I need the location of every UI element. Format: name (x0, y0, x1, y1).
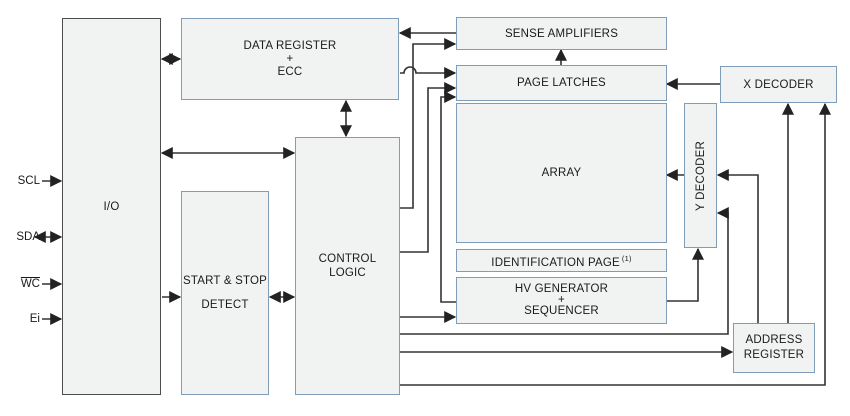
block-hv-generator-line-1: HV GENERATOR (514, 283, 609, 295)
wire-control-logic-to-sense-amplifiers (400, 38, 457, 209)
block-y-decoder-label: Y DECODER (694, 140, 707, 211)
pin-label-sda: SDA (4, 230, 40, 244)
pin-label-ei: Ei (4, 312, 40, 326)
block-x-decoder: X DECODER (720, 66, 837, 103)
wire-data-register-to-page-latches (400, 66, 457, 79)
wire-hv-generator-to-y-decoder (666, 247, 704, 302)
block-identification-page-label: IDENTIFICATION PAGE(1) (491, 252, 631, 270)
identification-page-text: IDENTIFICATION PAGE (491, 256, 620, 269)
pin-wc-text: WC (20, 278, 40, 290)
block-start-stop-detect: START & STOP DETECT (181, 191, 269, 395)
block-page-latches: PAGE LATCHES (456, 65, 667, 101)
pin-ei-text: Ei (29, 313, 40, 325)
block-hv-generator-line-3: SEQUENCER (524, 305, 599, 317)
block-array-label: ARRAY (541, 167, 582, 179)
block-data-register: DATA REGISTER + ECC (181, 18, 399, 100)
block-hv-generator-line-2: + (558, 294, 565, 306)
block-page-latches-label: PAGE LATCHES (517, 77, 606, 89)
block-sense-amplifiers: SENSE AMPLIFIERS (456, 17, 667, 50)
block-x-decoder-label: X DECODER (743, 78, 814, 91)
block-hv-generator: HV GENERATOR + SEQUENCER (456, 277, 667, 324)
block-address-register-line-1: ADDRESS (745, 334, 803, 346)
pin-label-wc: WC (4, 277, 40, 291)
block-data-register-line-3: ECC (277, 65, 303, 78)
pin-label-scl: SCL (4, 174, 40, 188)
block-control-logic: CONTROL LOGIC (295, 137, 400, 395)
block-start-stop-line-2: DETECT (201, 299, 249, 311)
block-address-register-line-2: REGISTER (743, 349, 805, 361)
block-identification-page: IDENTIFICATION PAGE(1) (456, 249, 667, 272)
block-control-logic-line-1: CONTROL (318, 253, 377, 265)
block-y-decoder: Y DECODER (684, 103, 717, 248)
block-sense-amplifiers-label: SENSE AMPLIFIERS (504, 27, 619, 40)
block-io: I/O (62, 18, 161, 395)
wire-control-logic-to-page-latches (400, 82, 457, 253)
wire-hv-generator-to-page-latches (440, 91, 457, 303)
block-array: ARRAY (456, 103, 667, 243)
block-data-register-line-2: + (286, 52, 294, 65)
wire-address-register-to-y-decoder (716, 169, 759, 323)
block-start-stop-line-1: START & STOP (183, 275, 267, 287)
block-io-label: I/O (103, 200, 120, 213)
block-address-register: ADDRESS REGISTER (733, 323, 815, 373)
identification-page-note: (1) (621, 253, 632, 263)
pin-sda-text: SDA (16, 231, 40, 243)
block-data-register-line-1: DATA REGISTER (243, 39, 337, 52)
block-control-logic-line-2: LOGIC (329, 267, 366, 279)
pin-scl-text: SCL (17, 175, 40, 187)
